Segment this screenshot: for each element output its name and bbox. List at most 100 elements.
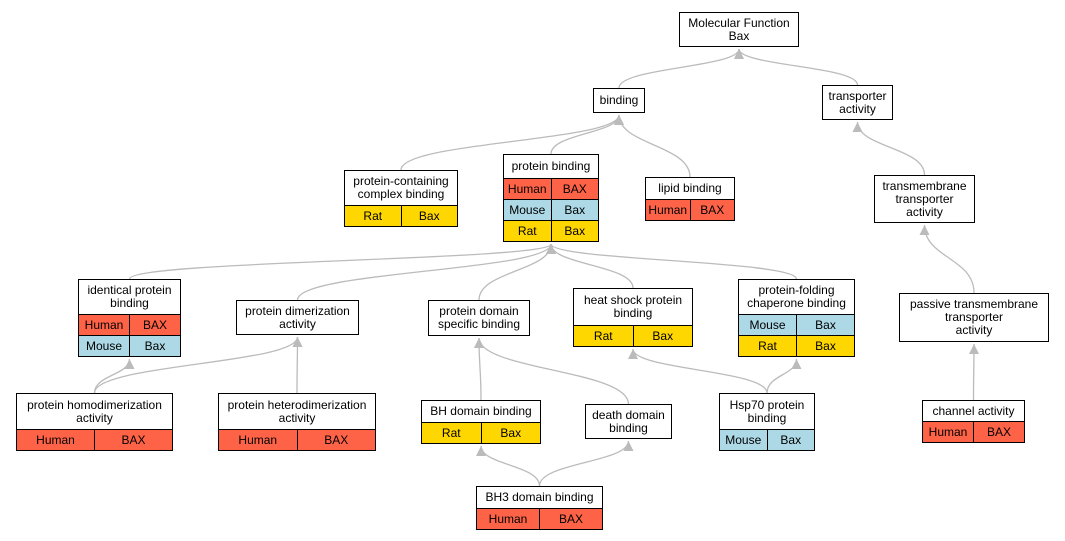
annotation-row: Rat Bax [422,422,540,443]
gene-cell: Bax [400,206,458,226]
go-term-label: lipid binding [658,181,722,195]
go-term-label: binding [599,93,639,107]
species-cell: Human [238,433,278,447]
go-term-label: protein homodimerization activity [27,397,162,425]
edge-bh3-to-bhdb [476,445,541,487]
go-term-node-ptta[interactable]: passive transmembrane transporter activi… [899,293,1049,342]
edge-ipb-to-pb [128,243,556,280]
edge-tmt-to-trans [852,121,926,176]
edge-lipid-to-bind [614,114,691,178]
gene-cell: BAX [550,179,599,199]
annotation-row: Rat Bax [739,335,854,356]
species-cell: Rat [363,209,383,223]
edge-pccb-to-bind [400,114,624,171]
go-term-label: death domain binding [592,407,665,435]
species-cell: Human [928,425,968,439]
species-cell: Rat [441,426,461,440]
annotation-row: Rat Bax [345,205,457,226]
go-term-label: identical protein binding [87,283,172,310]
edge-phetb-to-pda [292,336,303,394]
go-term-label: heat shock protein binding [583,293,683,320]
gene-cell: Bax [480,423,541,443]
species-cell: Human [84,318,124,332]
edge-ddb-to-pdsb [474,337,630,405]
edge-phoma-to-ipb [93,358,135,394]
gene-cell: BAX [94,430,172,450]
go-term-label: passive transmembrane transporter activi… [909,297,1039,337]
go-term-label: BH domain binding [430,404,532,418]
gene-cell: Bax [796,336,854,356]
edge-phoma-to-pda [93,336,303,394]
gene-cell: BAX [539,509,602,529]
go-term-label: channel activity [932,403,1015,418]
edge-bhdb-to-pdsb [474,337,485,401]
edge-hsp70-to-hspb [628,348,768,394]
annotation-row: Human BAX [477,508,602,529]
go-term-label: protein heterodimerization activity [227,397,367,425]
species-cell: Rat [593,329,613,343]
edge-bind-to-mf [618,48,744,89]
go-term-node-tmt[interactable]: transmembrane transporter activity [874,175,975,223]
annotation-row: Human BAX [17,429,172,450]
gene-cell: BAX [129,315,180,335]
go-term-node-ddb[interactable]: death domain binding [585,404,672,439]
go-term-node-pdsb[interactable]: protein domain specific binding [428,300,530,336]
gene-cell: BAX [689,200,735,220]
annotation-row: Human BAX [79,314,180,335]
go-term-label: Molecular Function Bax [688,15,790,43]
edge-pfcb-to-pb [546,243,798,280]
species-cell: Human [648,203,688,217]
gene-cell: Bax [766,430,815,450]
go-term-label: protein domain specific binding [437,304,521,331]
species-cell: Human [507,182,547,196]
go-term-node-pda[interactable]: protein dimerization activity [236,300,359,335]
edge-bh3-to-ddb [538,440,634,487]
gene-cell: BAX [296,430,376,450]
gene-cell: BAX [973,422,1024,442]
go-term-label: protein-containing complex binding [353,174,449,201]
annotation-row: Human BAX [219,429,375,450]
species-cell: Mouse [749,318,786,332]
go-term-node-mf[interactable]: Molecular Function Bax [679,12,799,47]
species-cell: Human [488,512,528,526]
gene-cell: Bax [129,336,180,356]
go-term-label: protein dimerization activity [245,303,350,331]
species-cell: Rat [517,224,537,238]
gene-cell: Bax [550,221,599,241]
gene-cell: Bax [550,200,599,220]
edge-trans-to-mf [734,48,859,86]
species-cell: Rat [758,339,777,353]
annotation-row: Human BAX [923,421,1024,442]
go-term-label: Hsp70 protein binding [729,397,805,425]
annotation-row: Mouse Bax [79,335,180,356]
edge-hsp70-to-pfcb [766,358,802,394]
edge-ptta-to-tmt [919,224,975,294]
go-term-label: transporter activity [828,88,887,116]
species-cell: Human [36,433,75,447]
go-term-label: protein-folding chaperone binding [747,283,846,310]
go-term-node-trans[interactable]: transporter activity [822,85,893,120]
go-term-node-bind[interactable]: binding [593,88,645,113]
species-cell: Mouse [85,339,123,353]
edge-pda-to-pb [296,243,556,301]
edge-hspb-to-pb [546,243,634,289]
